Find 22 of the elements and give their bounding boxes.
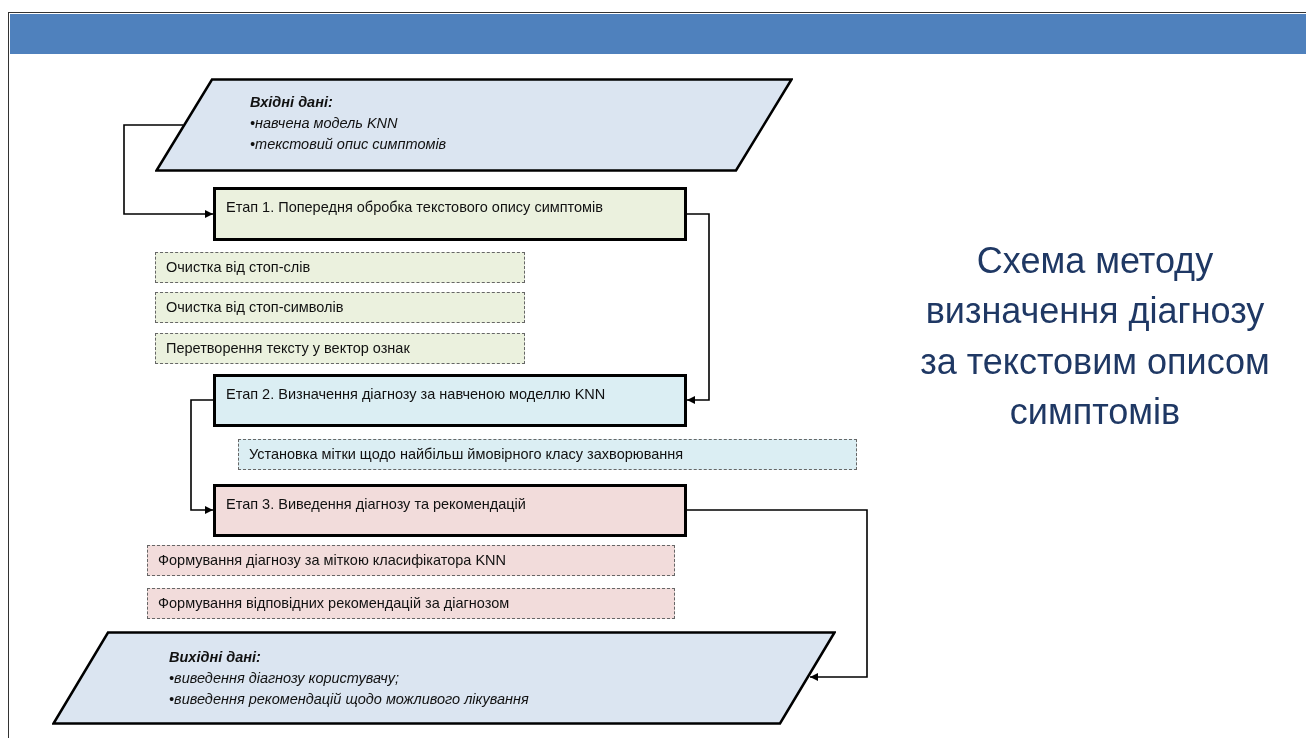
connector-arrow <box>190 399 214 514</box>
step-box: Очистка від стоп-символів <box>155 292 525 323</box>
step-box: Установка мітки щодо найбільш ймовірного класу захворювання <box>238 439 857 470</box>
bullet-item: •виведення діагнозу користувачу; <box>169 669 399 688</box>
data-parallelogram <box>155 78 793 172</box>
step-box: Формування діагнозу за міткою класифікатора KNN <box>147 545 675 576</box>
slide-title: Схема методу визначення діагнозу за текстовим описом симптомів <box>919 239 1271 435</box>
step-box: Формування відповідних рекомендацій за діагнозом <box>147 588 675 619</box>
bullet-item: •навчена модель KNN <box>250 114 398 133</box>
connector-arrow <box>686 509 868 681</box>
stage-box: Етап 2. Визначення діагнозу за навченою моделлю KNN <box>213 374 687 427</box>
connector-arrow <box>686 213 710 404</box>
step-box: Перетворення тексту у вектор ознак <box>155 333 525 364</box>
stage-box: Етап 3. Виведення діагнозу та рекомендацій <box>213 484 687 537</box>
io-heading: Вхідні дані: <box>250 93 333 112</box>
io-heading: Вихідні дані: <box>169 648 261 667</box>
data-parallelogram <box>52 631 836 725</box>
bullet-item: •виведення рекомендацій щодо можливого лікування <box>169 690 529 710</box>
connector-arrow <box>123 124 214 218</box>
step-box: Очистка від стоп-слів <box>155 252 525 283</box>
bullet-item: •текстовий опис симптомів <box>250 135 447 155</box>
stage-box: Етап 1. Попередня обробка текстового опису симптомів <box>213 187 687 241</box>
